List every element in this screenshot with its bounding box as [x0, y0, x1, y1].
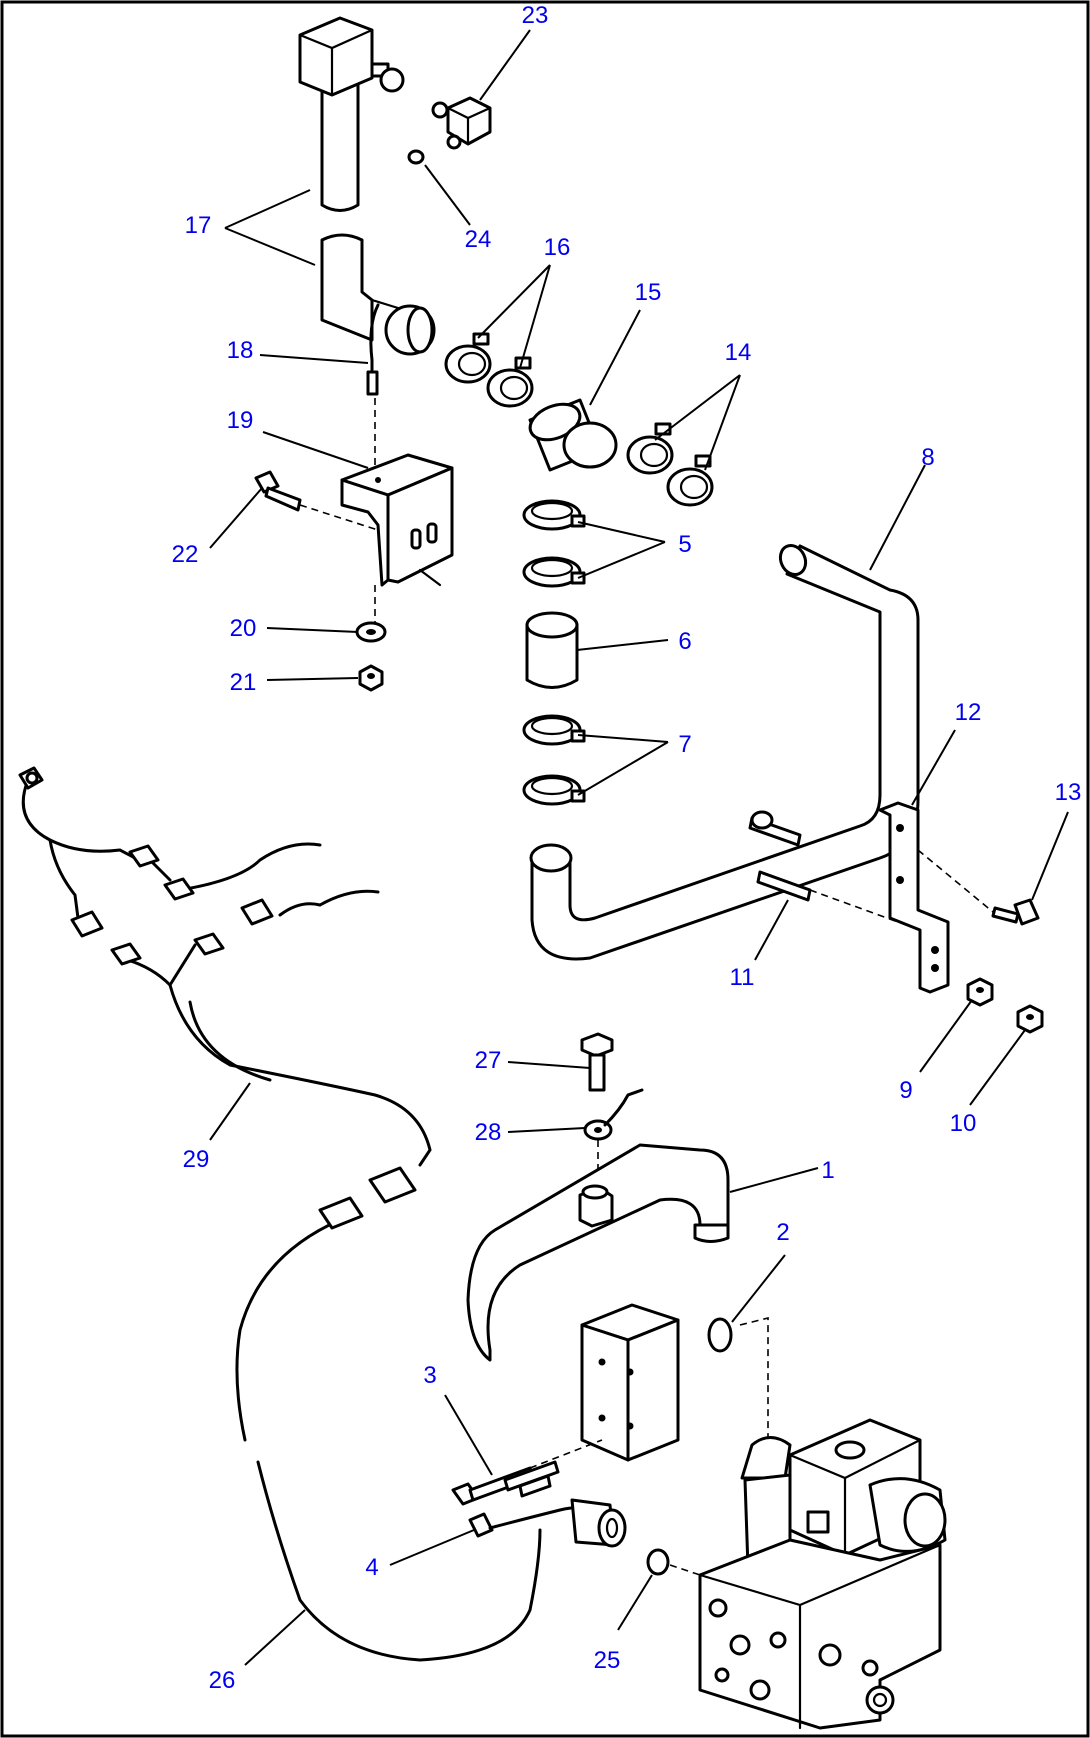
bolt-22 — [254, 470, 379, 531]
assembly-line-4 — [739, 1316, 769, 1560]
callout-26: 26 — [209, 1667, 236, 1694]
pipe-1 — [466, 1143, 730, 1462]
assembly-line-5 — [669, 1564, 701, 1576]
bolt-13 — [917, 849, 1040, 926]
callout-22: 22 — [172, 541, 199, 568]
callout-6: 6 — [678, 628, 691, 655]
callout-11: 11 — [730, 964, 755, 991]
callout-28: 28 — [475, 1119, 502, 1146]
o-ring-25 — [646, 1548, 670, 1576]
upper-pipe-17 — [298, 16, 436, 356]
callout-4: 4 — [365, 1554, 378, 1581]
clamps-14 — [626, 422, 714, 507]
clamps-5 — [522, 499, 586, 588]
wire-26 — [256, 1460, 542, 1662]
callout-25: 25 — [594, 1647, 621, 1674]
bracket-12 — [878, 801, 950, 994]
hose-6 — [525, 611, 579, 689]
o-ring-24 — [407, 149, 425, 165]
callout-10: 10 — [950, 1110, 977, 1137]
clamps-16 — [444, 332, 534, 408]
callout-8: 8 — [921, 444, 934, 471]
o-ring-2 — [707, 1317, 733, 1353]
nut-21 — [358, 664, 384, 692]
callout-1: 1 — [821, 1157, 834, 1184]
callout-15: 15 — [635, 279, 662, 306]
callout-7: 7 — [678, 731, 691, 758]
callout-12: 12 — [955, 699, 982, 726]
sensor-4 — [468, 1498, 627, 1548]
nut-10 — [1016, 1004, 1044, 1034]
callout-2: 2 — [776, 1219, 789, 1246]
hose-15 — [528, 398, 618, 472]
callout-14: 14 — [725, 339, 752, 366]
callout-23: 23 — [522, 2, 549, 29]
callout-29: 29 — [183, 1146, 210, 1173]
callout-17: 17 — [185, 212, 212, 239]
callout-numbers: 23 24 17 16 15 14 18 19 8 22 5 20 6 21 1… — [172, 2, 1082, 1694]
callout-16: 16 — [544, 234, 571, 261]
callout-19: 19 — [227, 407, 254, 434]
callout-27: 27 — [475, 1047, 502, 1074]
valve-assembly — [698, 1418, 947, 1730]
callout-5: 5 — [678, 531, 691, 558]
washer-20-hole — [366, 629, 376, 635]
bolts-3 — [451, 1439, 603, 1506]
leader-lines — [209, 29, 1069, 1666]
callout-24: 24 — [465, 226, 492, 253]
bolt-27 — [580, 1032, 614, 1092]
callout-13: 13 — [1055, 779, 1082, 806]
callout-9: 9 — [899, 1077, 912, 1104]
harness-29 — [18, 766, 432, 1442]
sensor-23 — [431, 96, 492, 150]
callout-18: 18 — [227, 337, 254, 364]
callout-21: 21 — [230, 669, 257, 696]
terminal-28 — [583, 1088, 644, 1141]
clamps-7 — [522, 714, 586, 806]
wire-18 — [366, 303, 380, 396]
pipe-8 — [529, 543, 920, 961]
bracket-19 — [340, 453, 454, 587]
nut-9 — [966, 977, 994, 1007]
callout-20: 20 — [230, 615, 257, 642]
callout-3: 3 — [423, 1362, 436, 1389]
